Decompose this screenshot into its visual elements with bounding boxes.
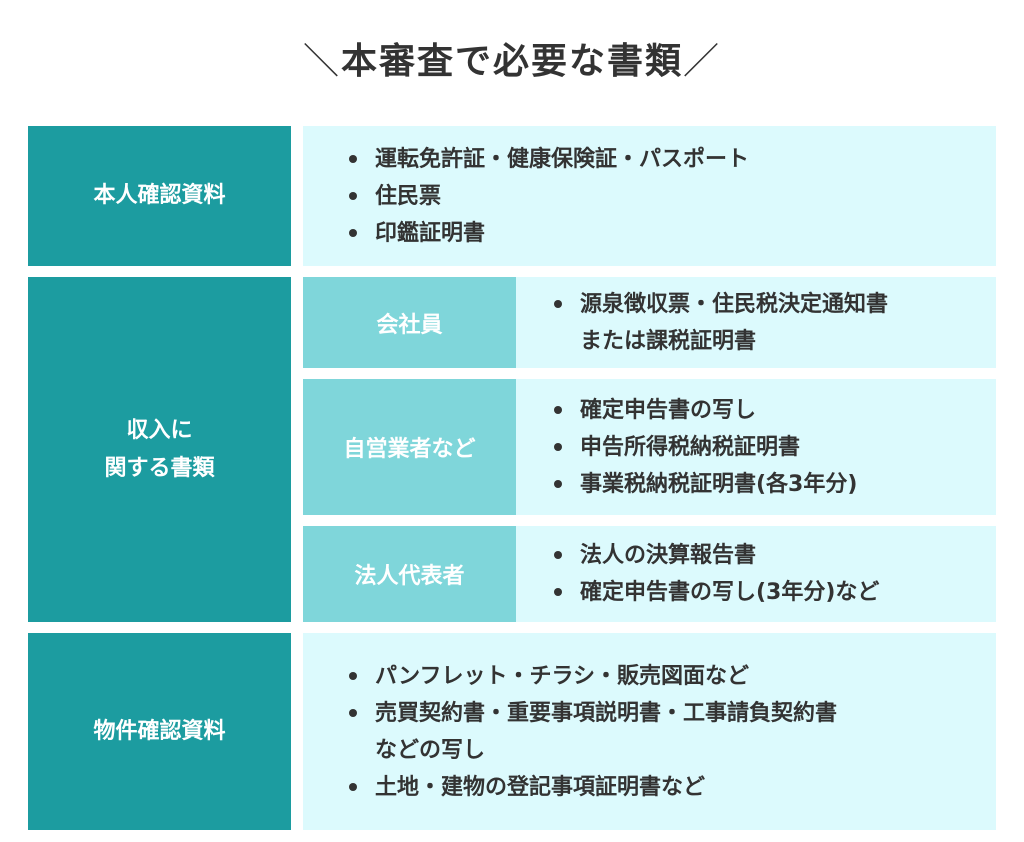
identity-category-cell: 本人確認資料 [28,126,291,266]
employee-subcategory-cell: 会社員 [303,277,516,368]
employee-documents-cell: 源泉徴収票・住民税決定通知書 または課税証明書 [516,277,996,368]
list-item: 運転免許証・健康保険証・パスポート [347,141,749,178]
list-item: 申告所得税納税証明書 [552,429,857,466]
list-item-line: または課税証明書 [580,328,757,354]
list-item: パンフレット・チラシ・販売図面など [347,658,837,695]
list-item: 住民票 [347,178,749,215]
corporate-rep-documents-list: 法人の決算報告書 確定申告書の写し(3年分)など [552,537,879,611]
property-documents-list: パンフレット・チラシ・販売図面など 売買契約書・重要事項説明書・工事請負契約書 … [347,658,837,806]
list-item: 事業税納税証明書(各3年分) [552,466,857,503]
list-item: 法人の決算報告書 [552,537,879,574]
title-left-slash: ＼ [302,41,341,82]
list-item: 源泉徴収票・住民税決定通知書 または課税証明書 [552,286,888,360]
corporate-rep-subcategory-cell: 法人代表者 [303,526,516,622]
title-text: 本審査で必要な書類 [340,41,683,82]
identity-documents-list: 運転免許証・健康保険証・パスポート 住民票 印鑑証明書 [347,141,749,252]
property-category-cell: 物件確認資料 [28,633,291,830]
list-item-line: 源泉徴収票・住民税決定通知書 [580,291,889,317]
employee-label: 会社員 [376,312,443,338]
list-item: 土地・建物の登記事項証明書など [347,769,837,806]
self-employed-subcategory-cell: 自営業者など [303,379,516,515]
list-item-line: 売買契約書・重要事項説明書・工事請負契約書 [375,700,838,726]
income-category-label-line1: 収入に [126,417,193,443]
identity-documents-cell: 運転免許証・健康保険証・パスポート 住民票 印鑑証明書 [303,126,996,266]
list-item: 確定申告書の写し(3年分)など [552,574,879,611]
title-right-slash: ／ [683,41,722,82]
employee-documents-list: 源泉徴収票・住民税決定通知書 または課税証明書 [552,286,888,360]
income-category-label-line2: 関する書類 [104,455,215,481]
self-employed-documents-cell: 確定申告書の写し 申告所得税納税証明書 事業税納税証明書(各3年分) [516,379,996,515]
page-title: ＼本審査で必要な書類／ [0,40,1024,84]
list-item: 売買契約書・重要事項説明書・工事請負契約書 などの写し [347,695,837,769]
property-category-label: 物件確認資料 [93,718,226,744]
list-item: 確定申告書の写し [552,392,857,429]
income-category-cell: 収入に 関する書類 [28,277,291,622]
property-documents-cell: パンフレット・チラシ・販売図面など 売買契約書・重要事項説明書・工事請負契約書 … [303,633,996,830]
corporate-rep-documents-cell: 法人の決算報告書 確定申告書の写し(3年分)など [516,526,996,622]
identity-category-label: 本人確認資料 [93,183,226,208]
self-employed-label: 自営業者など [343,437,476,462]
self-employed-documents-list: 確定申告書の写し 申告所得税納税証明書 事業税納税証明書(各3年分) [552,392,857,503]
corporate-rep-label: 法人代表者 [354,564,465,589]
list-item-line: などの写し [375,737,486,763]
list-item: 印鑑証明書 [347,215,749,252]
